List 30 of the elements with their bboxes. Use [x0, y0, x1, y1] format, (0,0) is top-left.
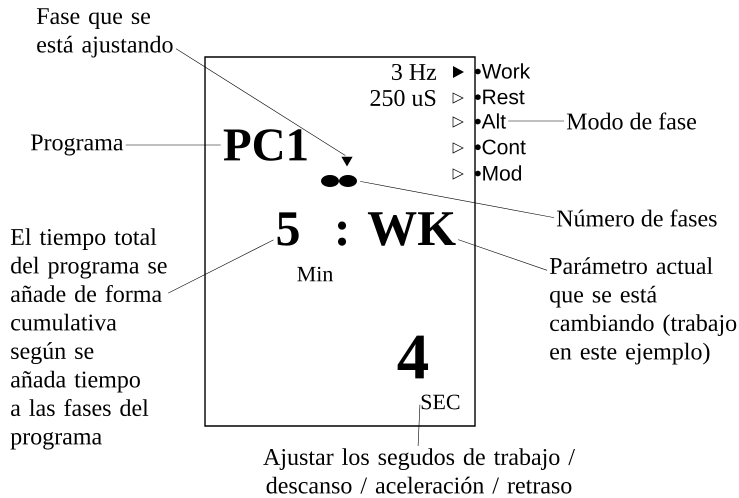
seconds-value: 4 [398, 336, 428, 378]
pulse-width-value: 250 uS [370, 90, 436, 106]
leader-line [125, 144, 222, 146]
annotation-text: Programa [30, 134, 124, 156]
leader-line [360, 181, 554, 218]
parameter-code: : WK [338, 212, 456, 246]
annotation-text: Fase que se está ajustando [36, 8, 173, 58]
leader-line [168, 240, 274, 294]
annotation-text: Modo de fase [566, 112, 696, 130]
mode-item: •Rest [475, 90, 525, 104]
minutes-value: 5 [278, 212, 299, 246]
mode-item: •Mod [475, 165, 522, 181]
frequency-value: 3 Hz [392, 64, 436, 80]
unit-text: Min [297, 266, 333, 282]
leader-line [458, 239, 548, 271]
annotation-text: El tiempo total del programa se añade de forma cumulativa según se añada tiempo a las fases del programa [10, 228, 167, 450]
phase-marker [341, 156, 353, 166]
unit-text: SEC [422, 394, 460, 410]
annotation-text: Parámetro actual que se está cambiando (trabajo en este ejemplo) [550, 257, 736, 364]
program-code: PC1 [224, 129, 307, 161]
mode-item: •Alt [475, 113, 506, 129]
display-screen [204, 56, 476, 427]
phase-dots [321, 175, 357, 187]
mode-item: •Work [475, 63, 530, 79]
annotation-text: Ajustar los segudos de trabajo / descanso / aceleración / retraso [263, 448, 575, 494]
leader-line [418, 404, 420, 446]
leader-line [508, 120, 564, 122]
annotation-text: Número de fases [556, 209, 717, 227]
mode-item: •Cont [475, 140, 526, 154]
leader-line [176, 48, 346, 156]
